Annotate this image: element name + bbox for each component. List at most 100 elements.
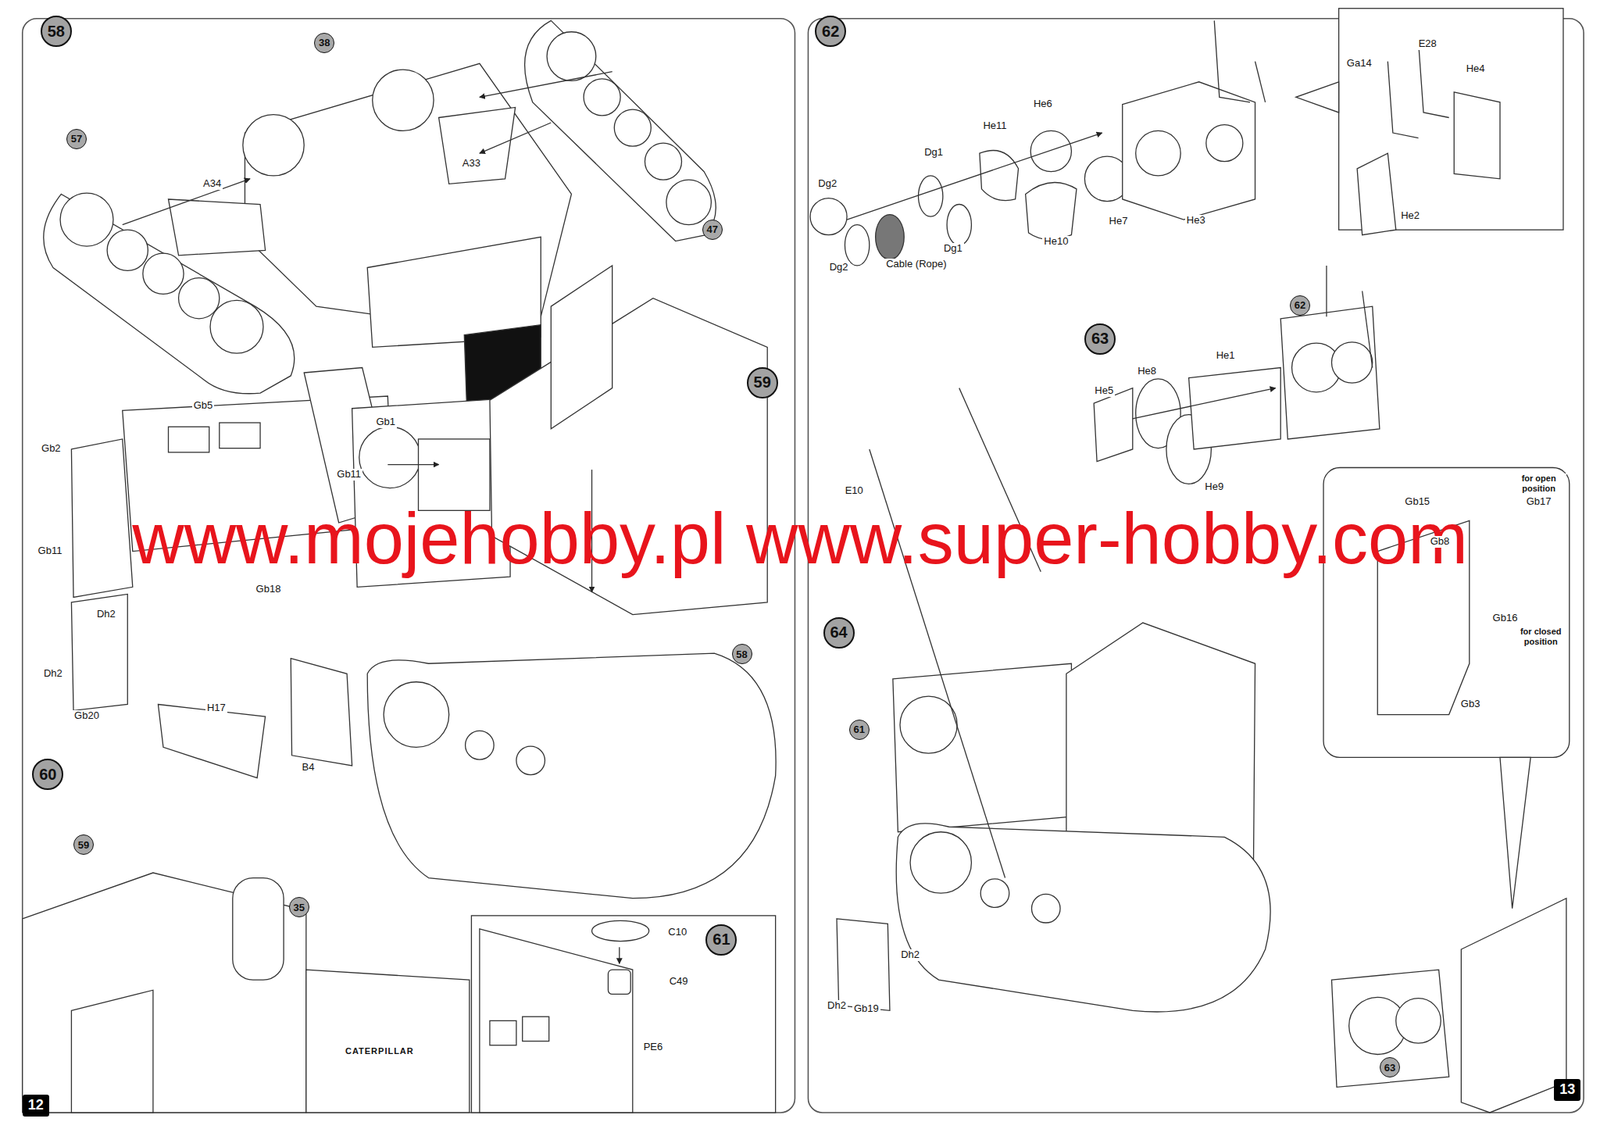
step-58-chassis	[546, 32, 597, 82]
part-label: He8	[1135, 365, 1158, 378]
step-number: 60	[32, 758, 64, 790]
callout-text: 57	[71, 132, 83, 145]
part-label: Cable (Rope)	[884, 258, 948, 271]
step-58-chassis	[168, 199, 266, 256]
part-label: Gb8	[1428, 535, 1452, 548]
callout-number: 62	[1289, 295, 1311, 316]
part-label: Gb2	[39, 442, 63, 455]
part-label: Gb5	[192, 400, 215, 412]
step-62-winch	[1214, 20, 1250, 102]
callout-number: 47	[702, 219, 723, 240]
step-62-winch	[810, 198, 847, 236]
step-number: 58	[40, 15, 72, 47]
callout-text: 61	[712, 930, 730, 949]
step-59-cab	[71, 439, 133, 597]
step-58-chassis	[142, 253, 184, 294]
step-60-cab	[22, 872, 470, 1113]
step-59-cab	[359, 426, 421, 488]
step-59-cab	[290, 658, 352, 766]
step-64-vehicle	[836, 388, 1570, 1113]
step-58-chassis	[178, 278, 220, 319]
step-61-inset	[479, 928, 633, 1113]
step-58-chassis	[122, 178, 250, 225]
callout-text: 62	[821, 22, 840, 41]
step-64-vehicle	[1331, 969, 1449, 1087]
step-63-winch	[1331, 342, 1372, 383]
step-64-vehicle	[836, 918, 890, 1011]
callout-text: 47	[706, 223, 718, 236]
part-label: He11	[981, 120, 1008, 133]
part-label: He7	[1107, 215, 1130, 228]
step-58-chassis	[614, 109, 651, 147]
part-label: Gb1	[374, 416, 397, 429]
step-64-vehicle	[1500, 757, 1531, 908]
part-label: E28	[1417, 38, 1439, 50]
step-62-winch	[1453, 92, 1500, 179]
step-61-inset	[489, 1020, 517, 1045]
part-label: A34	[201, 178, 223, 190]
step-number: 63	[1084, 323, 1116, 355]
part-label: Gb19	[852, 1003, 881, 1015]
step-62-winch	[946, 204, 972, 246]
step-61-inset	[471, 915, 775, 1113]
step-59-cab	[219, 422, 261, 449]
step-62-winch	[1025, 182, 1077, 240]
step-61-inset	[592, 920, 650, 941]
part-label: Dg2	[828, 261, 850, 274]
callout-text: 58	[735, 648, 747, 661]
step-62-winch	[810, 8, 1564, 266]
part-label: Gb20	[72, 710, 101, 722]
callout-number: 61	[849, 719, 870, 740]
callout-text: 35	[292, 901, 304, 914]
part-label: Gb11	[335, 468, 363, 481]
part-label: Gb16	[1491, 612, 1520, 625]
step-64-vehicle	[1031, 893, 1061, 923]
step-62-winch	[1387, 61, 1418, 139]
step-62-winch	[918, 175, 943, 217]
callout-text: 58	[47, 22, 65, 41]
step-58-chassis	[479, 122, 551, 154]
callout-text: 13	[1559, 1081, 1575, 1098]
step-64-vehicle	[910, 832, 972, 893]
part-label: He5	[1092, 385, 1115, 397]
step-62-winch	[1122, 82, 1256, 220]
part-label: Gb17	[1525, 496, 1554, 508]
step-58-chassis	[666, 179, 711, 225]
callout-number: 57	[66, 128, 87, 150]
callout-text: 62	[1294, 299, 1306, 311]
note: for open position	[1511, 473, 1567, 493]
step-59-cab	[71, 265, 776, 899]
step-59-cab	[168, 426, 210, 453]
step-number: 61	[705, 924, 737, 956]
part-label: Dh2	[899, 949, 922, 961]
callout-text: 61	[853, 723, 865, 736]
step-61-inset	[471, 915, 775, 1113]
step-61-inset	[607, 969, 631, 994]
callout-text: 60	[39, 765, 57, 784]
callout-number: 59	[73, 834, 94, 855]
step-58-chassis	[210, 300, 264, 354]
step-63-winch	[1362, 291, 1373, 368]
part-label: E10	[843, 485, 865, 497]
step-60-cab	[306, 969, 470, 1113]
step-62-winch	[1357, 153, 1397, 235]
part-label: B4	[300, 761, 316, 774]
page-number: 12	[22, 1094, 50, 1117]
callout-text: 64	[830, 623, 848, 642]
step-59-cab	[465, 730, 495, 760]
step-64-vehicle	[980, 878, 1010, 908]
step-60-cab	[22, 872, 307, 1113]
step-59-cab	[550, 265, 612, 429]
step-59-cab	[516, 746, 546, 775]
step-62-winch	[846, 132, 1103, 220]
step-61-inset	[618, 946, 620, 964]
note: for closed position	[1513, 626, 1568, 647]
callout-number: 58	[732, 643, 753, 665]
step-59-cab	[71, 593, 128, 711]
callout-number: 38	[314, 32, 335, 54]
step-63-winch	[1189, 367, 1282, 449]
part-label: C49	[667, 975, 690, 988]
step-64-vehicle	[1460, 898, 1567, 1113]
callout-number: 35	[289, 896, 310, 918]
step-number: 64	[823, 617, 855, 649]
